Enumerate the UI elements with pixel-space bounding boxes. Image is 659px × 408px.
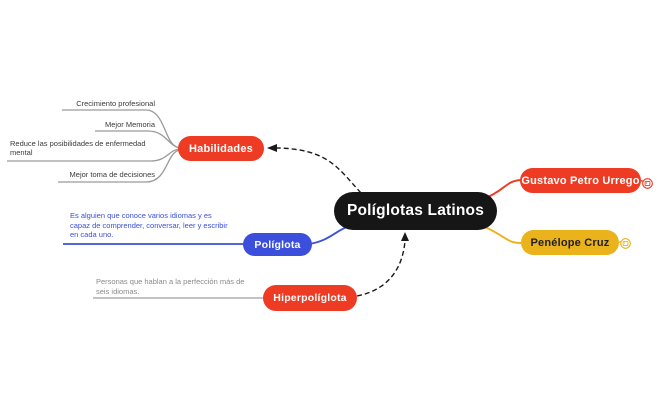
leaf-reduce-enfermedad-mental[interactable]: Reduce las posibilidades de enfermedad m… [10,139,146,157]
node-penelope-cruz[interactable]: Penélope Cruz [521,230,619,255]
habilidades-child-branches [7,109,181,183]
gustavo-branch [485,179,522,199]
crosslink-root-habilidades [267,144,362,194]
node-poliglota-label: Políglota [254,238,301,251]
node-gustavo-label: Gustavo Petro Urrego [521,174,640,187]
hiperpoliglota-description[interactable]: Personas que hablan a la perfección más … [96,277,245,296]
node-gustavo-petro-urrego[interactable]: Gustavo Petro Urrego [520,168,641,193]
node-root-label: Políglotas Latinos [346,202,485,219]
leaf-crecimiento-profesional[interactable]: Crecimiento profesional [76,99,155,108]
image-attachment-icon[interactable] [642,176,653,189]
node-hiperpoliglota[interactable]: Hiperpolíglota [263,285,357,311]
image-attachment-icon[interactable] [620,236,631,249]
node-penelope-label: Penélope Cruz [530,236,610,249]
node-habilidades-label: Habilidades [189,142,253,155]
node-poliglota[interactable]: Políglota [243,233,312,256]
poliglota-description[interactable]: Es alguien que conoce varios idiomas y e… [70,211,228,240]
leaf-mejor-toma-decisiones[interactable]: Mejor toma de decisiones [69,170,155,179]
node-root-poliglotas-latinos[interactable]: Políglotas Latinos [334,192,497,230]
node-hiperpoliglota-label: Hiperpolíglota [273,292,347,304]
crosslink-hiperpoliglota-root [356,232,409,297]
penelope-branch [484,226,522,244]
node-habilidades[interactable]: Habilidades [178,136,264,161]
leaf-mejor-memoria[interactable]: Mejor Memoria [104,120,155,129]
